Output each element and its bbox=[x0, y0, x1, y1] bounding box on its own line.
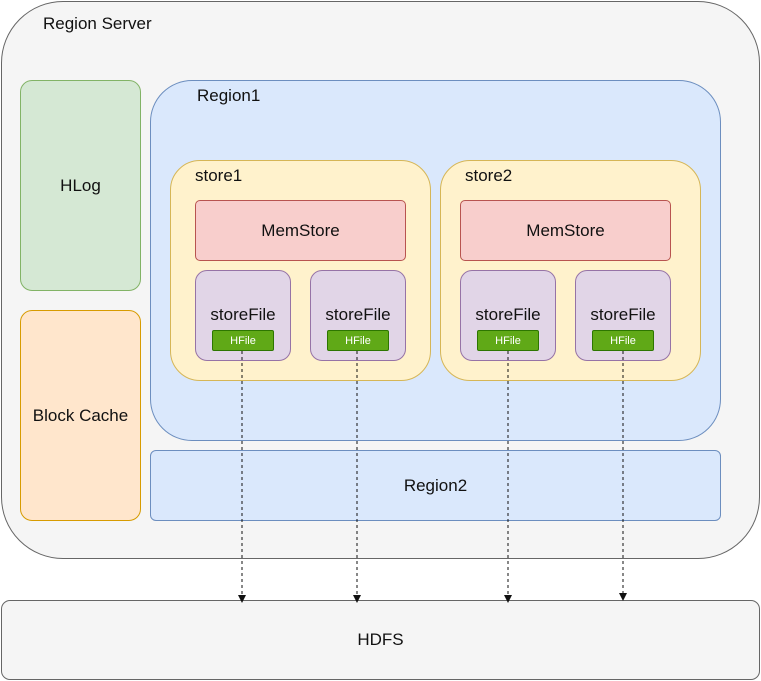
storefile-label: storeFile bbox=[325, 305, 391, 324]
storefile-label: storeFile bbox=[475, 305, 541, 324]
block-cache-label: Block Cache bbox=[32, 405, 129, 425]
region2-box: Region2 bbox=[150, 450, 721, 521]
memstore-label: MemStore bbox=[526, 220, 605, 240]
hlog-box: HLog bbox=[20, 80, 141, 291]
hdfs-label: HDFS bbox=[357, 630, 404, 649]
storefile-label: storeFile bbox=[590, 305, 656, 324]
store2-storefile-1: storeFile HFile bbox=[460, 270, 556, 361]
hfile-badge: HFile bbox=[327, 330, 389, 351]
region2-label: Region2 bbox=[403, 475, 468, 495]
hfile-badge: HFile bbox=[212, 330, 274, 351]
store1-storefile-2: storeFile HFile bbox=[310, 270, 406, 361]
store2-memstore: MemStore bbox=[460, 200, 671, 261]
hdfs-box: HDFS bbox=[1, 600, 760, 680]
memstore-label: MemStore bbox=[261, 220, 340, 240]
storefile-label: storeFile bbox=[210, 305, 276, 324]
store1-storefile-1: storeFile HFile bbox=[195, 270, 291, 361]
region-server-label: Region Server bbox=[43, 14, 152, 33]
block-cache-box: Block Cache bbox=[20, 310, 141, 521]
hfile-badge: HFile bbox=[592, 330, 654, 351]
region1-label: Region1 bbox=[197, 86, 261, 105]
store1-label: store1 bbox=[195, 166, 243, 185]
store1-memstore: MemStore bbox=[195, 200, 406, 261]
hlog-label: HLog bbox=[60, 175, 101, 195]
store2-label: store2 bbox=[465, 166, 513, 185]
store2-storefile-2: storeFile HFile bbox=[575, 270, 671, 361]
hfile-badge: HFile bbox=[477, 330, 539, 351]
